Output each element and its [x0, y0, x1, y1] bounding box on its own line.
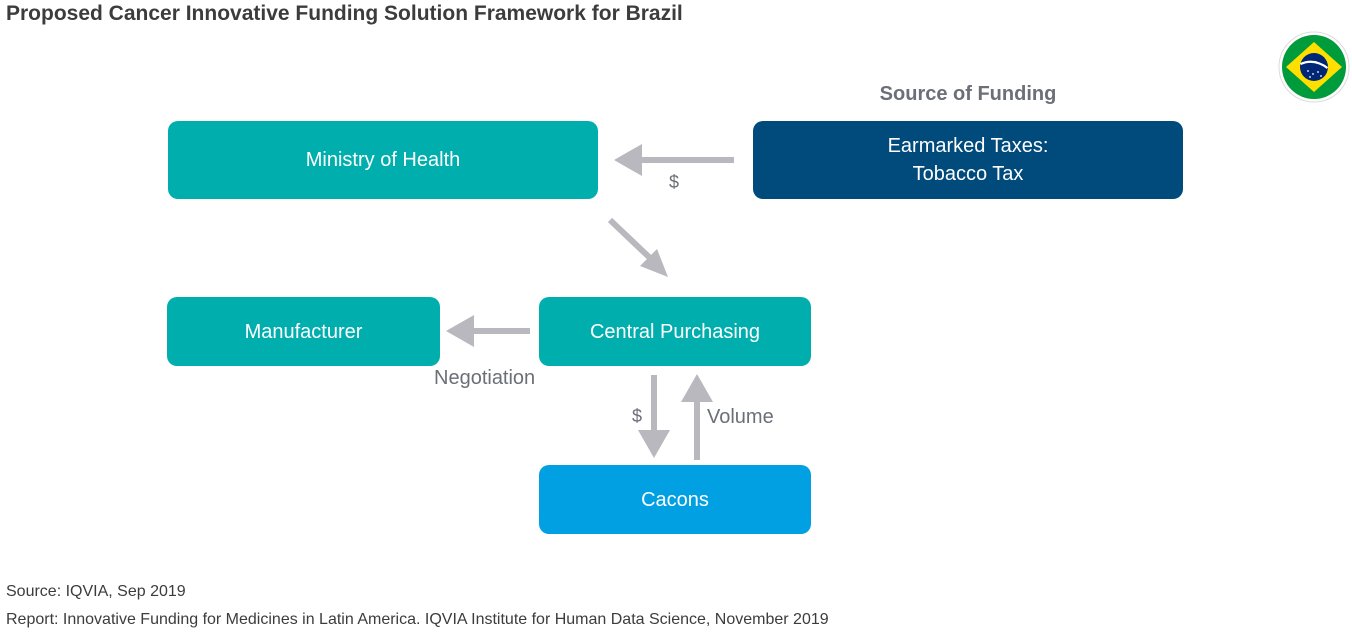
- source-of-funding-heading: Source of Funding: [879, 83, 1057, 105]
- arrow-ministry-to-central: [607, 217, 668, 277]
- negotiation-label: Negotiation: [434, 367, 536, 389]
- manufacturer-box: Manufacturer: [167, 297, 440, 366]
- tobacco-tax-label: Tobacco Tax: [912, 163, 1024, 185]
- earmarked-taxes-label: Earmarked Taxes:: [887, 135, 1049, 157]
- source-footnote: Source: IQVIA, Sep 2019: [6, 583, 186, 600]
- central-purchasing-box: Central Purchasing: [539, 297, 811, 366]
- cacons-box: Cacons: [539, 465, 811, 534]
- arrow-cacons-to-central: [681, 374, 713, 460]
- dollar-label-cacons: $: [632, 406, 643, 426]
- manufacturer-label: Manufacturer: [244, 320, 363, 343]
- report-footnote: Report: Innovative Funding for Medicines…: [6, 611, 829, 628]
- cacons-label: Cacons: [641, 488, 709, 511]
- arrow-central-to-cacons: [638, 375, 670, 458]
- ministry-of-health-label: Ministry of Health: [305, 149, 461, 171]
- central-purchasing-label: Central Purchasing: [589, 320, 761, 343]
- arrow-central-to-manufacturer: [446, 315, 530, 347]
- earmarked-taxes-box: Earmarked Taxes: Tobacco Tax: [753, 121, 1183, 199]
- brazil-flag-icon: [1278, 31, 1350, 103]
- arrow-earmarked-to-ministry: [614, 144, 734, 176]
- page-title: Proposed Cancer Innovative Funding Solut…: [6, 2, 683, 25]
- dollar-label-funding: $: [669, 172, 680, 192]
- ministry-of-health-box: Ministry of Health: [168, 121, 598, 199]
- volume-label: Volume: [707, 406, 774, 428]
